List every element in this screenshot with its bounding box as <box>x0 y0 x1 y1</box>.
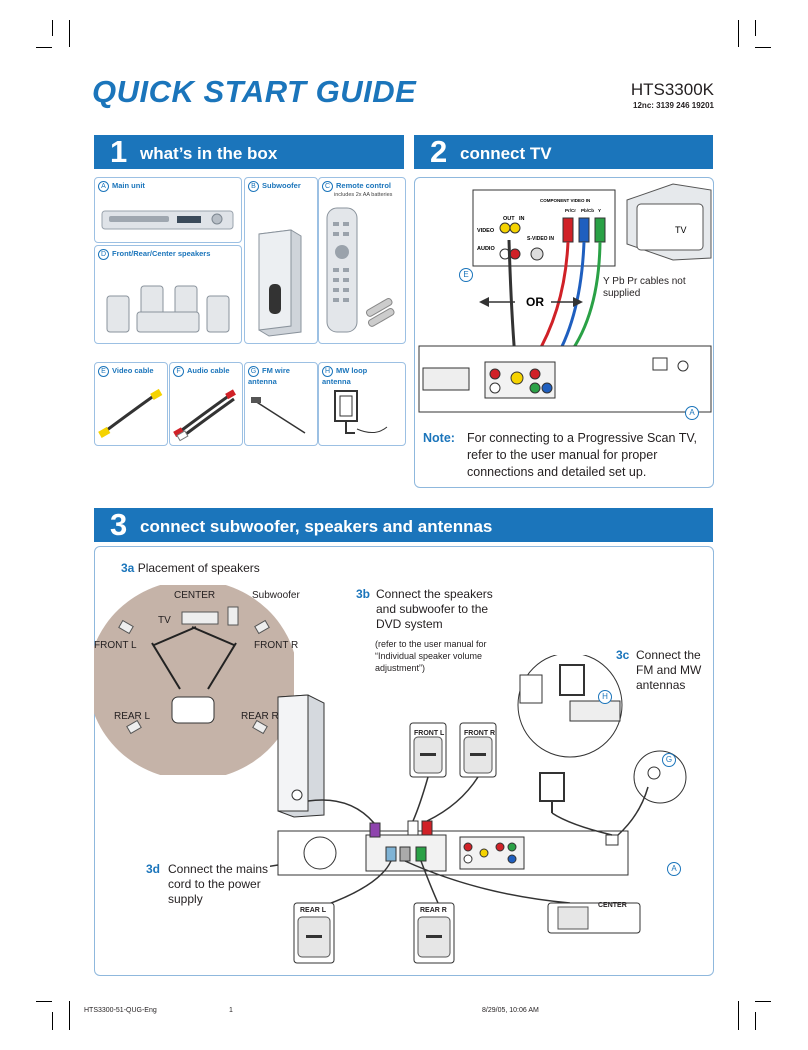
tv-in-label: IN <box>519 216 525 222</box>
video-cable-image <box>98 388 163 438</box>
tag-g: G <box>662 753 676 767</box>
label-speaker-rear-l: REAR L <box>300 907 327 914</box>
section-title: connect subwoofer, speakers and antennas <box>140 517 493 536</box>
step-text: Placement of speakers <box>137 561 260 575</box>
note-text: For connecting to a Progressive Scan TV,… <box>467 431 697 479</box>
label-speaker-center: CENTER <box>598 902 627 909</box>
label-front-l: FRONT L <box>94 640 137 651</box>
remote-image <box>326 207 395 333</box>
item-letter: D <box>98 249 109 260</box>
tv-pr-label: Pr/Cr <box>565 208 576 213</box>
ypbpr-note: Y Pb Pr cables not supplied <box>603 276 686 299</box>
item-sublabel: includes 2x AA batteries <box>334 192 393 198</box>
tag-h: H <box>598 690 612 704</box>
tv-component-label: COMPONENT VIDEO IN <box>540 198 590 203</box>
footer-file: HTS3300-51-QUG-Eng <box>84 1007 157 1014</box>
step-text: Connect the FM and MW antennas <box>636 648 702 692</box>
page-title: QUICK START GUIDE <box>92 74 417 109</box>
tv-y-label: Y <box>598 208 601 213</box>
tag-a-sec3: A <box>667 862 681 876</box>
label-tv: TV <box>158 615 171 626</box>
tv-pb-label: Pb/Cb <box>581 208 594 213</box>
speakers-image <box>106 285 230 333</box>
model-number: HTS3300K <box>630 80 714 99</box>
tv-video-label: VIDEO <box>477 228 495 234</box>
item-label: MW loop antenna <box>322 366 368 386</box>
subwoofer-image <box>258 229 302 337</box>
tag-e: E <box>459 268 473 282</box>
connect-tv-panel: OUT IN VIDEO AUDIO COMPONENT VIDEO IN Pr… <box>414 177 714 488</box>
label-rear-l: REAR L <box>114 711 151 722</box>
tag-a: A <box>685 406 699 420</box>
item-letter: A <box>98 181 109 192</box>
label-speaker-rear-r: REAR R <box>420 907 447 914</box>
item-label: FM wire antenna <box>248 366 290 386</box>
footer-page: 1 <box>229 1007 233 1014</box>
audio-cable-image <box>173 389 236 442</box>
step-3b-note: (refer to the user manual for “Individua… <box>375 639 487 673</box>
item-label: Audio cable <box>187 366 230 375</box>
step-number: 3c <box>616 648 630 662</box>
section-number: 3 <box>110 507 128 542</box>
item-letter: G <box>248 366 259 377</box>
step-text: Connect the speakers and subwoofer to th… <box>376 587 493 631</box>
dvd-unit-image <box>101 210 234 230</box>
section-title: what’s in the box <box>140 144 278 163</box>
section-2-header: 2 connect TV <box>414 134 713 169</box>
or-label: OR <box>526 295 544 309</box>
item-letter: H <box>322 366 333 377</box>
item-letter: B <box>248 181 259 192</box>
label-speaker-front-r: FRONT R <box>464 730 496 737</box>
tv-label: TV <box>675 225 687 235</box>
section-number: 1 <box>110 134 128 169</box>
speaker-wiring-diagram <box>270 655 687 964</box>
item-label: Video cable <box>112 366 154 375</box>
section-title: connect TV <box>460 144 552 163</box>
item-letter: C <box>322 181 333 192</box>
item-label: Main unit <box>112 181 145 190</box>
mw-antenna-image <box>334 390 388 434</box>
item-letter: F <box>173 366 184 377</box>
tv-connection-diagram: OUT IN VIDEO AUDIO COMPONENT VIDEO IN Pr… <box>418 183 712 413</box>
tv-out-label: OUT <box>503 216 515 222</box>
item-label: Remote control <box>336 181 392 190</box>
item-letter: E <box>98 366 109 377</box>
label-subwoofer: Subwoofer <box>252 590 300 601</box>
note-label: Note: <box>423 431 455 445</box>
step-3a: 3a Placement of speakers <box>121 561 260 576</box>
label-front-r: FRONT R <box>254 640 299 651</box>
item-label: Subwoofer <box>262 181 301 190</box>
fm-antenna-image <box>251 397 306 434</box>
section-number: 2 <box>430 134 448 169</box>
step-text: Connect the mains cord to the power supp… <box>168 862 269 906</box>
tv-svideo-label: S-VIDEO IN <box>527 236 554 242</box>
footer-date: 8/29/05, 10:06 AM <box>482 1007 539 1014</box>
step-number: 3d <box>146 862 161 876</box>
tv-audio-label: AUDIO <box>477 246 495 252</box>
label-speaker-front-l: FRONT L <box>414 730 445 737</box>
section-3-header: 3 connect subwoofer, speakers and antenn… <box>94 507 713 542</box>
label-rear-r: REAR R <box>241 711 279 722</box>
item-label: Front/Rear/Center speakers <box>112 249 211 258</box>
label-center: CENTER <box>174 590 216 601</box>
step-number: 3a <box>121 561 135 575</box>
step-number: 3b <box>356 587 371 601</box>
part-number: 12nc: 3139 246 19201 <box>633 101 714 110</box>
section-1-header: 1 what’s in the box <box>94 134 404 169</box>
placement-diagram <box>94 585 294 775</box>
